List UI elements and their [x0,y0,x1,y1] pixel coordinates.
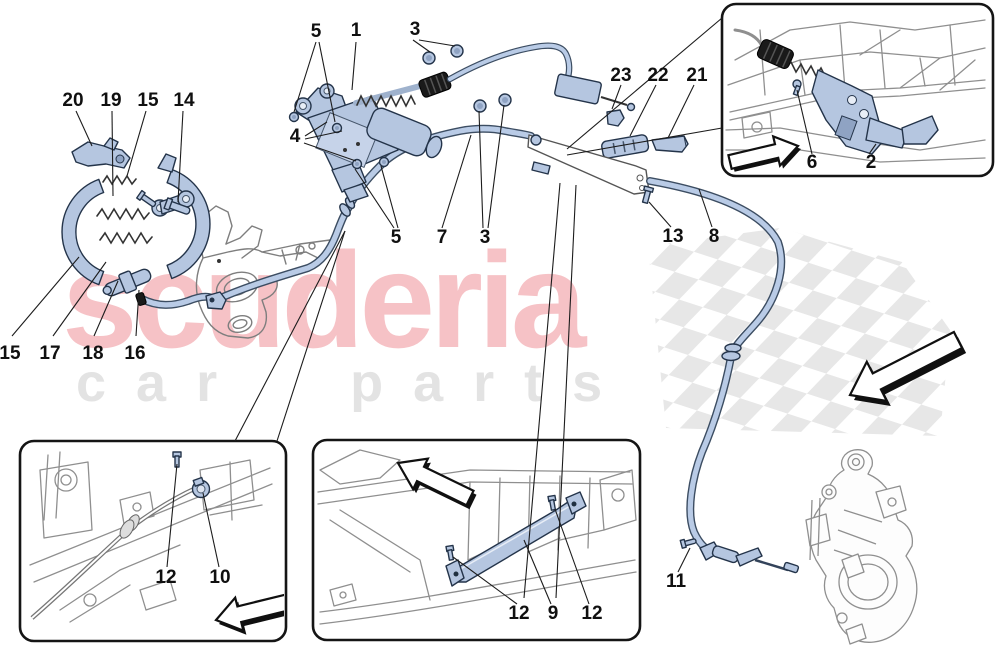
watermark-subtitle: car parts [76,353,633,413]
parking-brake-cable-right [646,177,786,557]
callout-6: 6 [806,152,818,173]
callout-leader-lines [11,39,713,573]
callout-7: 7 [436,227,448,248]
detail-reference-lines [234,17,723,599]
direction-arrow-icon [396,457,477,510]
callout-21: 21 [686,65,708,86]
brake-shoes-assembly [61,137,211,297]
callout-17: 17 [39,343,61,364]
callout-20: 20 [62,90,84,111]
callout-10: 10 [209,567,231,588]
callout-12: 12 [155,567,177,588]
callout-5: 5 [310,21,322,42]
fastener-nuts [288,44,512,170]
callout-23: 23 [610,65,632,86]
actuator-sensor-cable [446,42,573,84]
direction-arrow-icon [214,591,284,635]
rear-knuckle-line-art [195,205,331,339]
callout-2: 2 [865,152,877,173]
checkered-flag-pattern [648,228,950,436]
parking-brake-actuator [294,71,452,203]
callout-3: 3 [479,227,491,248]
callout-22: 22 [647,65,669,86]
callout-13: 13 [662,226,684,247]
callout-5: 5 [390,227,402,248]
callout-3: 3 [409,19,421,40]
callout-11: 11 [665,571,687,592]
direction-arrow-icon [727,134,801,172]
wheel-upright-line-art [805,449,918,645]
direction-arrow-icon [848,330,967,406]
callout-4: 4 [289,126,301,147]
callout-1: 1 [350,20,362,41]
callout-12: 12 [508,603,530,624]
cable-sensor-assembly [527,73,689,205]
inset-crossmember-bottom-middle [311,438,642,642]
callout-8: 8 [708,226,720,247]
callout-15: 15 [0,343,21,364]
inset-cable-routing-bottom-left [18,439,288,643]
cable-end-fitting [679,538,800,574]
callout-9: 9 [547,603,559,624]
callout-19: 19 [100,90,122,111]
callout-18: 18 [82,343,104,364]
callout-16: 16 [124,343,146,364]
callout-14: 14 [173,90,195,111]
callout-15: 15 [137,90,159,111]
callout-12: 12 [581,603,603,624]
inset-installed-view-top-right [720,2,995,178]
